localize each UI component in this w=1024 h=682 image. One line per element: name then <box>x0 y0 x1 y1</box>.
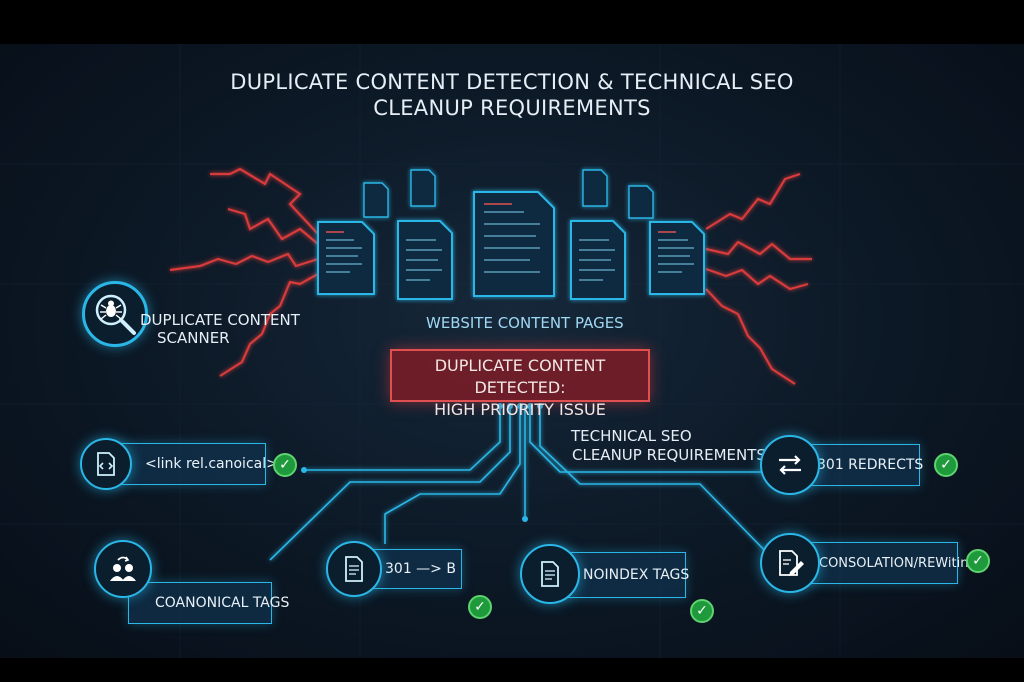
redirect-301-b-icon-circle <box>326 541 382 597</box>
noindex-tags-label: NOINDEX TAGS <box>583 567 690 583</box>
red-line-left-1 <box>210 167 319 235</box>
connector-lines <box>269 406 771 561</box>
redirects-301-label: 301 REDRECTS <box>817 457 924 473</box>
document-page-icon <box>317 191 705 300</box>
scanner-label-line1: DUPLICATE CONTENT <box>140 311 300 329</box>
redirect-301-b-label: 301 —> B <box>385 561 456 577</box>
scanner-icon-circle <box>82 281 148 347</box>
small-document-icon <box>363 169 654 219</box>
page-title-line2: CLEANUP REQUIREMENTS <box>373 96 651 120</box>
noindex-tags-icon-circle <box>520 544 580 604</box>
redirect-arrows-icon <box>779 455 801 475</box>
canonical-link-box: <link rel.canoical> <box>106 443 278 485</box>
users-icon <box>110 556 136 581</box>
diagram-graphics <box>0 44 1024 658</box>
cleanup-heading-line2: CLEANUP REQUIREMENTS <box>572 446 766 464</box>
consolidation-label: CONSOLATION/REWiting <box>819 555 977 571</box>
cleanup-heading-line1: TECHNICAL SEO <box>571 427 692 445</box>
document-pen-icon <box>779 550 804 576</box>
duplicate-alert-box: DUPLICATE CONTENT DETECTED: HIGH PRIORIT… <box>390 349 650 419</box>
red-line-right-1 <box>705 172 801 230</box>
website-pages-label: WEBSITE CONTENT PAGES <box>426 314 624 332</box>
bug-magnifier-icon <box>95 294 136 335</box>
red-line-left-3 <box>169 252 319 272</box>
red-line-left-4 <box>219 273 319 377</box>
code-file-icon <box>97 452 115 476</box>
noindex-tags-check-icon: ✓ <box>690 599 714 623</box>
redirect-301-b-check-icon: ✓ <box>468 595 492 619</box>
canonical-tags-box: COANONICAL TAGS <box>128 582 289 624</box>
alert-line2: HIGH PRIORITY ISSUE <box>434 400 606 419</box>
page-title-line1: DUPLICATE CONTENT DETECTION & TECHNICAL … <box>230 70 794 94</box>
consolidation-check-icon: ✓ <box>966 549 990 573</box>
scanner-label-line2: SCANNER <box>157 329 230 347</box>
connector-consolidation <box>539 406 771 557</box>
duplicate-warning-lines <box>169 167 812 385</box>
red-line-right-3 <box>705 267 809 291</box>
consolidation-icon-circle <box>760 533 820 593</box>
canonical-link-label: <link rel.canoical> <box>145 456 278 472</box>
redirects-301-icon-circle <box>760 435 820 495</box>
document-highlight-lines <box>326 203 676 233</box>
connector-301-b <box>384 406 521 544</box>
canonical-link-icon-circle <box>80 438 132 490</box>
connector-canonical-link <box>304 406 501 471</box>
red-line-left-2 <box>227 207 319 245</box>
document-icon <box>345 556 363 582</box>
connector-301-redirects <box>529 406 765 473</box>
website-content-pages <box>317 169 705 300</box>
red-line-right-4 <box>705 288 796 385</box>
alert-line1: DUPLICATE CONTENT DETECTED: <box>434 356 606 397</box>
connector-canonical-tags <box>269 406 511 561</box>
canonical-tags-icon-circle <box>94 540 152 598</box>
red-line-right-2 <box>705 240 812 261</box>
diagram-panel: DUPLICATE CONTENT DETECTION & TECHNICAL … <box>0 44 1024 658</box>
document-icon <box>541 561 559 587</box>
redirects-301-check-icon: ✓ <box>934 453 958 477</box>
canonical-tags-label: COANONICAL TAGS <box>155 595 290 611</box>
canonical-link-check-icon: ✓ <box>273 453 297 477</box>
document-text-lines <box>326 211 694 281</box>
